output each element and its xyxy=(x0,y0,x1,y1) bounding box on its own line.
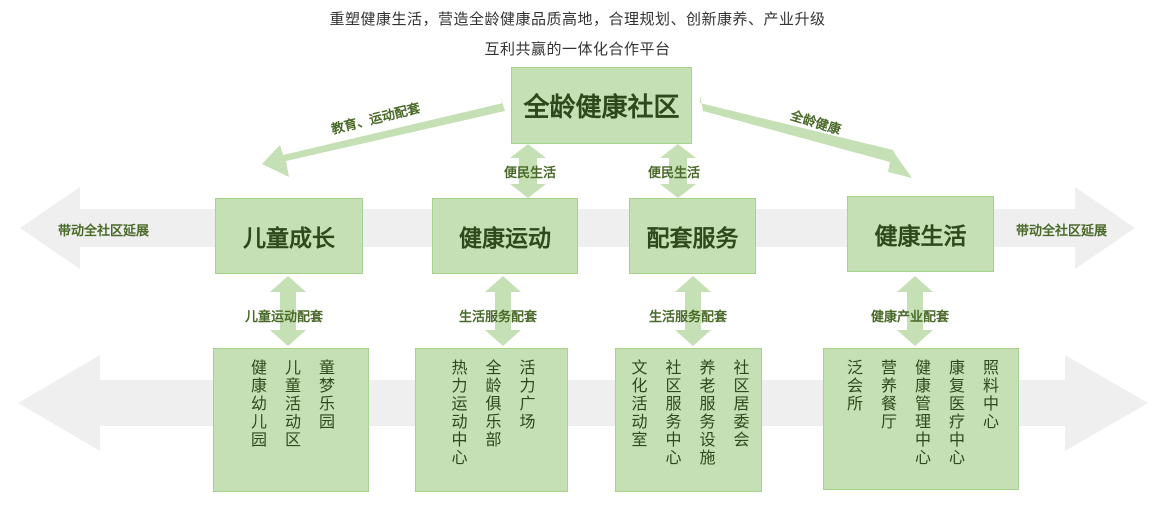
connector-child-growth xyxy=(270,276,306,346)
left-diagonal-arrow xyxy=(262,95,505,177)
mid-node-services: 配套服务 xyxy=(629,198,756,274)
facility-item: 泛会所 xyxy=(844,359,863,413)
connector-label-services: 生活服务配套 xyxy=(649,310,728,325)
facility-box-services: 文化活动室 社区服务中心 养老服务设施 社区居委会 xyxy=(615,348,762,492)
mid-node-health-life: 健康生活 xyxy=(847,196,994,272)
connector-label-sport: 生活服务配套 xyxy=(459,310,538,325)
connector-label-child: 儿童运动配套 xyxy=(245,310,324,325)
connector-services xyxy=(675,276,711,346)
facility-item: 营养餐厅 xyxy=(878,359,897,431)
lower-extension-band xyxy=(18,355,1148,451)
facility-item: 儿童活动区 xyxy=(282,359,301,449)
connector-health-life xyxy=(897,276,933,346)
facility-item: 全龄俱乐部 xyxy=(482,359,502,449)
extend-label-left: 带动全社区延展 xyxy=(58,224,150,239)
facility-item: 健康幼儿园 xyxy=(248,359,267,449)
facility-item: 社区居委会 xyxy=(730,359,750,449)
connector-top-to-health-sport xyxy=(510,144,546,198)
facility-box-health-life: 泛会所 营养餐厅 健康管理中心 康复医疗中心 照料中心 xyxy=(823,348,1019,490)
connector-label-b: 便民生活 xyxy=(648,166,701,181)
facility-item: 康复医疗中心 xyxy=(946,359,965,467)
facility-item: 养老服务设施 xyxy=(696,359,716,467)
connector-top-to-services xyxy=(660,144,696,198)
top-node: 全龄健康社区 xyxy=(511,67,692,144)
connector-health-sport xyxy=(485,276,521,346)
headline-line-1: 重塑健康生活，营造全龄健康品质高地，合理规划、创新康养、产业升级 xyxy=(329,10,826,28)
facility-item: 热力运动中心 xyxy=(448,359,468,467)
facility-box-health-sport: 热力运动中心 全龄俱乐部 活力广场 xyxy=(415,348,568,492)
facility-item: 照料中心 xyxy=(980,359,999,431)
connector-label-a: 便民生活 xyxy=(504,166,557,181)
connector-label-life: 健康产业配套 xyxy=(871,310,950,325)
facility-item: 文化活动室 xyxy=(628,359,648,449)
headline-line-2: 互利共赢的一体化合作平台 xyxy=(484,40,671,58)
facility-item: 童梦乐园 xyxy=(316,359,335,431)
facility-item: 社区服务中心 xyxy=(662,359,682,467)
facility-box-child-growth: 健康幼儿园 儿童活动区 童梦乐园 xyxy=(213,348,369,492)
extend-label-right: 带动全社区延展 xyxy=(1016,224,1108,239)
mid-node-health-sport: 健康运动 xyxy=(432,198,578,274)
facility-item: 活力广场 xyxy=(516,359,536,431)
facility-item: 健康管理中心 xyxy=(912,359,931,467)
mid-node-child-growth: 儿童成长 xyxy=(215,198,363,274)
right-diagonal-arrow xyxy=(700,95,912,178)
